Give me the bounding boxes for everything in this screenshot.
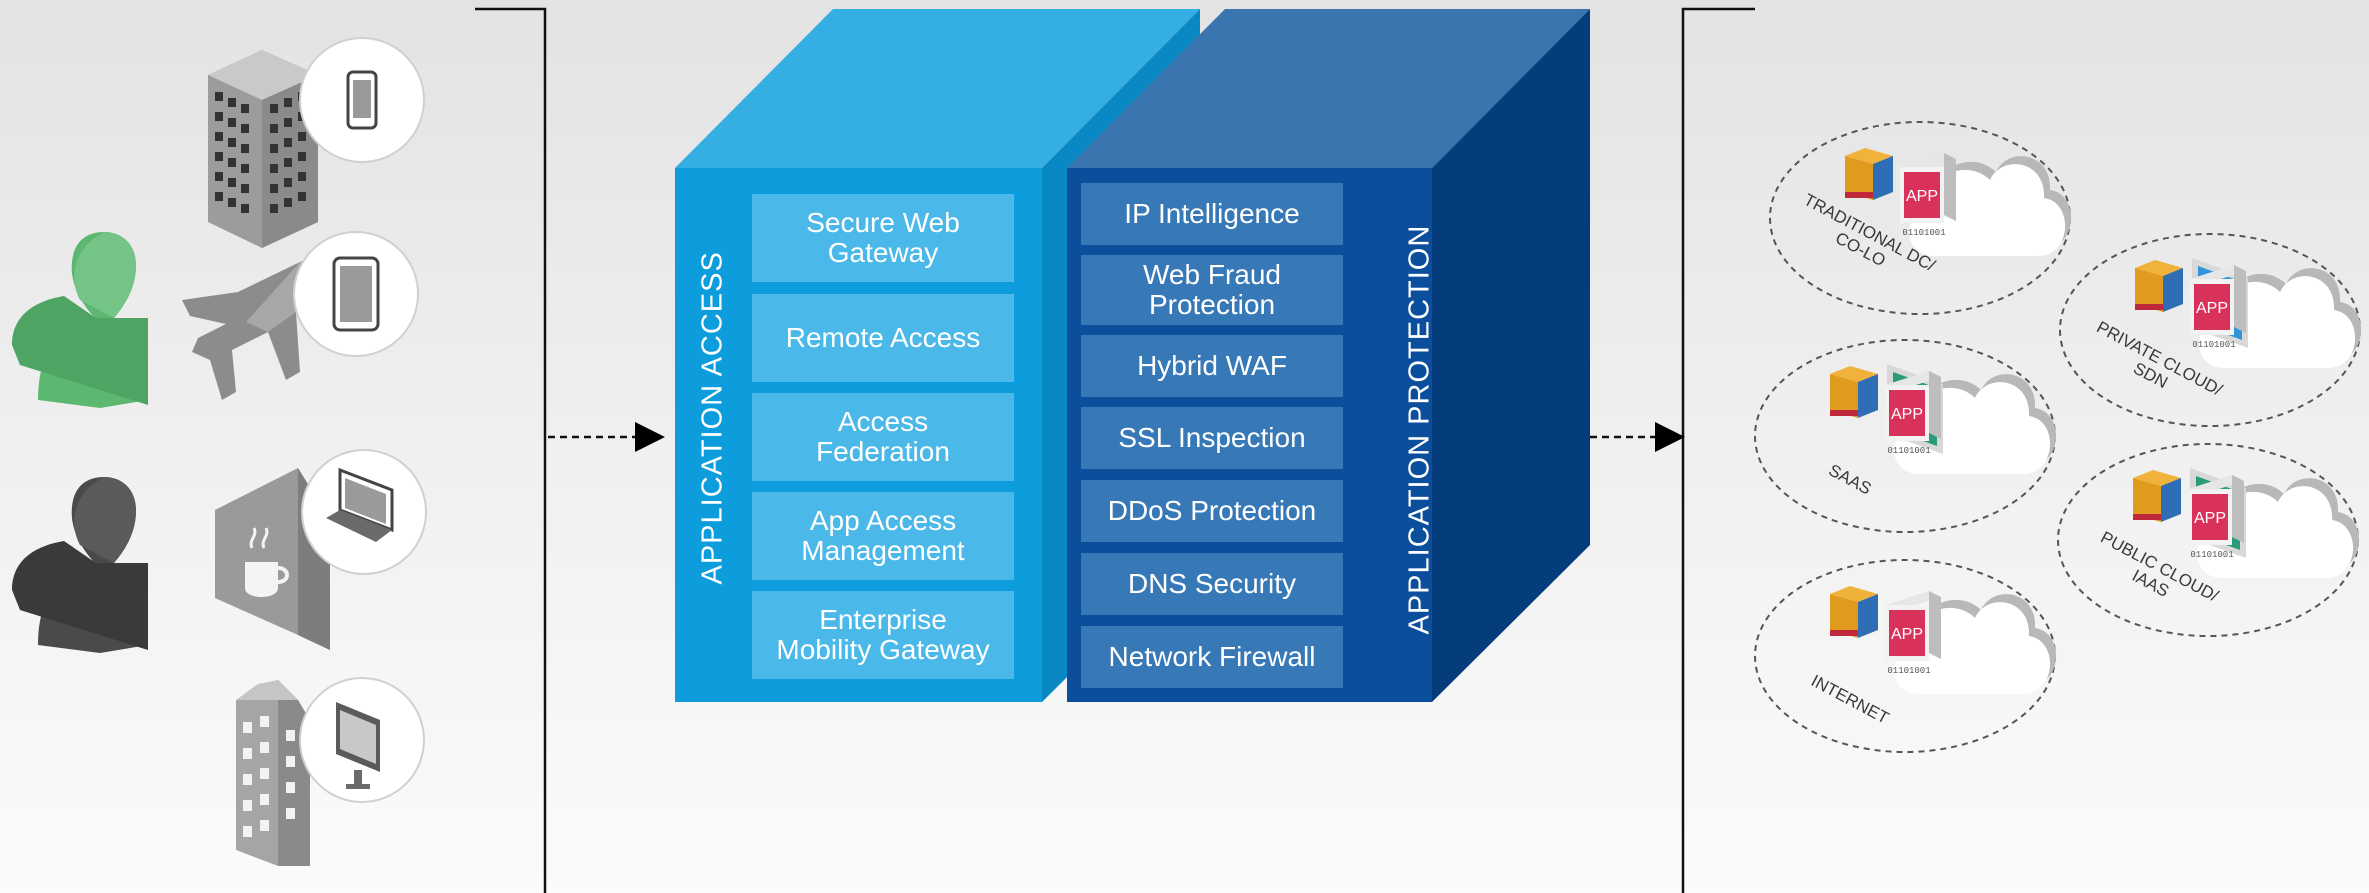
app-box-icon: APP 01101001	[2190, 265, 2246, 350]
server-stack-icon	[1830, 366, 1878, 418]
app-label: APP	[1891, 406, 1923, 423]
protection-block-top	[1067, 9, 1590, 168]
cloud-environment: APP 01101001	[1769, 121, 2072, 315]
app-box-icon: APP 01101001	[1885, 371, 1941, 456]
binary-label: 01101001	[1902, 228, 1945, 238]
office-building-icon	[208, 50, 318, 248]
module-web-fraud-protection: Web Fraud Protection	[1081, 255, 1343, 325]
app-label: APP	[1891, 626, 1923, 643]
laptop-icon	[301, 449, 427, 575]
user-green-icon	[12, 232, 148, 408]
access-block-label: APPLICATION ACCESS	[696, 251, 729, 585]
app-label: APP	[1906, 188, 1938, 205]
smartphone-icon	[299, 37, 425, 163]
module-remote-access: Remote Access	[752, 294, 1014, 382]
protection-block-label: APPLICATION PROTECTION	[1403, 224, 1436, 635]
server-stack-icon	[2135, 260, 2183, 312]
module-ssl-inspection: SSL Inspection	[1081, 407, 1343, 469]
server-stack-icon	[1845, 148, 1893, 200]
module-access-federation: Access Federation	[752, 393, 1014, 481]
cloud-environment: APP 01101001	[1754, 559, 2057, 753]
protection-block-side	[1432, 9, 1590, 702]
app-box-icon: APP 01101001	[1900, 153, 1956, 238]
app-label: APP	[2194, 510, 2226, 527]
desktop-monitor-icon	[299, 677, 425, 803]
cloud-environment: APP 01101001	[2059, 233, 2362, 427]
module-ddos-protection: DDoS Protection	[1081, 480, 1343, 542]
module-enterprise-mobility-gateway: Enterprise Mobility Gateway	[752, 591, 1014, 679]
binary-label: 01101001	[2190, 550, 2233, 560]
tablet-icon	[293, 231, 419, 357]
cloud-environment: APP 01101001	[2057, 443, 2360, 637]
server-stack-icon	[2133, 470, 2181, 522]
access-block-top	[675, 9, 1200, 168]
binary-label: 01101001	[1887, 666, 1930, 676]
binary-label: 01101001	[2192, 340, 2235, 350]
module-secure-web-gateway: Secure Web Gateway	[752, 194, 1014, 282]
module-app-access-management: App Access Management	[752, 492, 1014, 580]
apartment-building-icon	[236, 680, 310, 866]
binary-label: 01101001	[1887, 446, 1930, 456]
app-box-icon: APP 01101001	[1885, 591, 1941, 676]
app-label: APP	[2196, 300, 2228, 317]
server-stack-icon	[1830, 586, 1878, 638]
module-dns-security: DNS Security	[1081, 553, 1343, 615]
cloud-environment: APP 01101001	[1754, 339, 2057, 533]
module-network-firewall: Network Firewall	[1081, 626, 1343, 688]
left-bracket	[475, 7, 547, 893]
module-ip-intelligence: IP Intelligence	[1081, 183, 1343, 245]
app-box-icon: APP 01101001	[2188, 475, 2244, 560]
right-bracket	[1681, 7, 1755, 893]
user-dark-icon	[12, 477, 148, 653]
module-hybrid-waf: Hybrid WAF	[1081, 335, 1343, 397]
